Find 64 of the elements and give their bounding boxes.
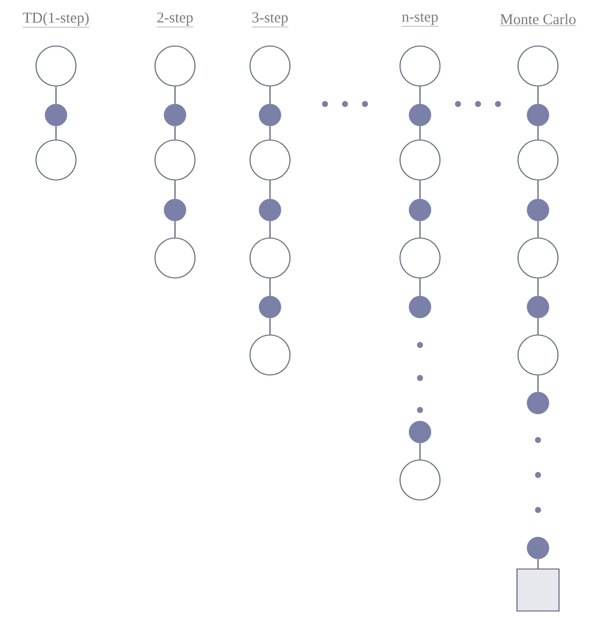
- state-circle: [517, 45, 559, 87]
- action-dot: [526, 392, 550, 414]
- connector-line: [55, 86, 57, 104]
- connector-line: [174, 86, 176, 104]
- state-circle: [517, 139, 559, 181]
- connector-line: [269, 180, 271, 199]
- connector-line: [537, 221, 539, 238]
- state-circle: [249, 45, 291, 87]
- state-circle: [517, 237, 559, 279]
- action-dot: [526, 198, 550, 222]
- state-circle: [399, 237, 441, 279]
- connector-line: [419, 86, 421, 104]
- action-dot: [526, 296, 550, 318]
- state-circle: [399, 45, 441, 87]
- state-circle: [399, 459, 441, 501]
- state-circle: [399, 139, 441, 181]
- connector-line: [537, 180, 539, 199]
- action-dot: [526, 536, 550, 560]
- state-circle: [517, 334, 559, 376]
- column-heading: TD(1-step): [22, 12, 90, 28]
- connector-line: [419, 180, 421, 199]
- connector-line: [419, 443, 421, 460]
- action-dot: [408, 198, 432, 222]
- connector-line: [419, 221, 421, 238]
- column-heading: n-step: [401, 13, 439, 26]
- state-circle: [154, 237, 196, 279]
- connector-line: [269, 318, 271, 334]
- connector-line: [537, 126, 539, 140]
- connector-line: [537, 376, 539, 392]
- connector-line: [174, 126, 176, 140]
- connector-line: [537, 318, 539, 334]
- connector-line: [174, 221, 176, 238]
- state-circle: [35, 45, 77, 87]
- action-dot: [258, 296, 282, 318]
- connector-line: [269, 278, 271, 296]
- connector-line: [55, 126, 57, 140]
- action-dot: [408, 420, 432, 444]
- connector-line: [537, 86, 539, 104]
- connector-line: [419, 278, 421, 296]
- action-dot: [258, 104, 282, 126]
- action-dot: [164, 104, 186, 126]
- connector-line: [537, 278, 539, 296]
- action-dot: [408, 104, 432, 126]
- action-dot: [258, 198, 282, 222]
- terminal-square: [516, 568, 560, 612]
- action-dot: [408, 296, 432, 318]
- column-heading: 3-step: [251, 12, 289, 28]
- connector-line: [419, 126, 421, 140]
- state-circle: [249, 334, 291, 376]
- state-circle: [35, 139, 77, 181]
- state-circle: [249, 237, 291, 279]
- action-dot: [164, 198, 186, 222]
- state-circle: [249, 139, 291, 181]
- action-dot: [44, 104, 68, 126]
- column-heading: Monte Carlo: [500, 14, 576, 26]
- column-heading: 2-step: [156, 12, 194, 28]
- connector-line: [537, 559, 539, 568]
- connector-line: [174, 180, 176, 199]
- action-dot: [526, 104, 550, 126]
- connector-line: [269, 126, 271, 140]
- state-circle: [154, 45, 196, 87]
- connector-line: [269, 221, 271, 238]
- connector-line: [269, 86, 271, 104]
- state-circle: [154, 139, 196, 181]
